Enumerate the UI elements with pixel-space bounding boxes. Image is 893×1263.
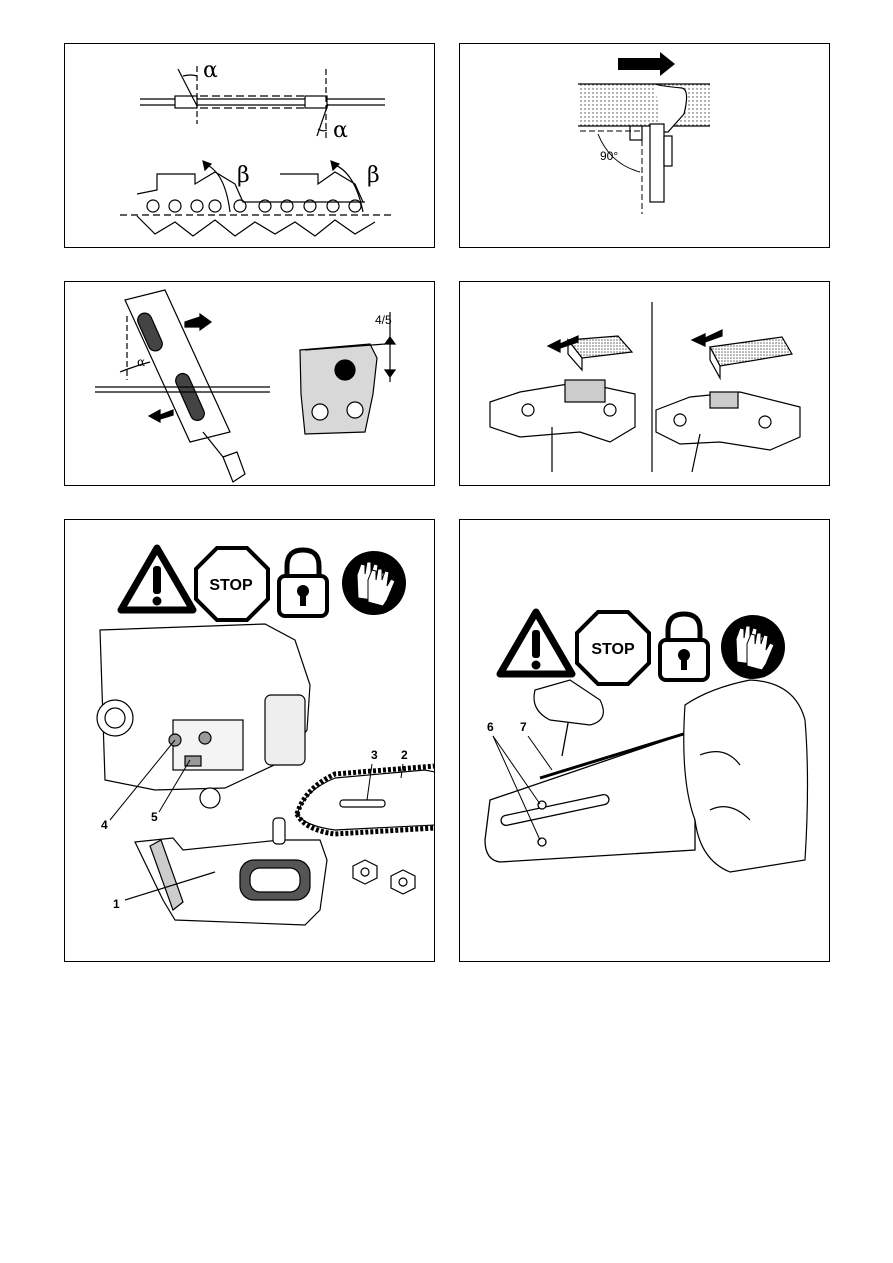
file-guide-drawing: α 4/5 [65,282,435,486]
direction-arrow-icon [618,52,675,76]
callout-4: 4 [101,818,108,832]
callout-5: 5 [151,810,158,824]
alpha-label-bottom: α [333,118,348,143]
figure-chain-angles: α α β β [64,43,435,248]
callout-3: 3 [371,748,378,762]
stop-sign-text: STOP [209,577,253,594]
warning-triangle-icon [500,612,572,674]
callout-2: 2 [401,748,408,762]
stop-sign-text: STOP [591,641,635,658]
chain-installation-drawing: STOP [65,520,435,962]
depth-ratio-label: 4/5 [375,313,392,327]
right-angle-label: 90° [600,149,618,163]
padlock-icon [279,550,327,616]
figure-depth-gauge-angle: 90° [459,43,830,248]
depth-gauge-drawing: 90° [460,44,830,248]
padlock-icon [660,614,708,680]
chain-angles-drawing: α α β β [65,44,435,248]
gloves-icon [721,615,785,679]
depth-gauge-filing-drawing [460,282,830,486]
figure-bar-oil-holes: STOP [459,519,830,962]
warning-triangle-icon [121,548,193,610]
beta-label-left: β [237,163,250,188]
figure-chain-installation: STOP [64,519,435,962]
bar-oil-holes-drawing: STOP [460,520,830,962]
beta-label-right: β [367,163,380,188]
gloves-icon [342,551,406,615]
alpha-label: α [137,355,145,369]
callout-6: 6 [487,720,494,734]
alpha-label-top: α [203,58,218,83]
callout-7: 7 [520,720,527,734]
figure-file-guide: α 4/5 [64,281,435,486]
callout-1: 1 [113,897,120,911]
figure-depth-gauge-filing [459,281,830,486]
